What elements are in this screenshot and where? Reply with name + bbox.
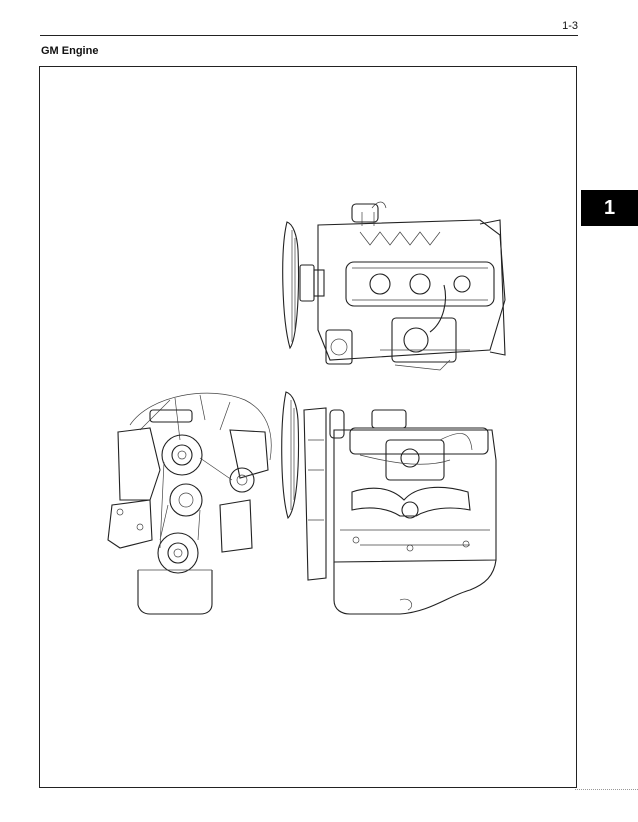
engine-top-view [282, 201, 506, 371]
chapter-tab[interactable]: 1 [581, 190, 638, 226]
engine-side-view [281, 391, 497, 615]
bottom-rule [575, 789, 638, 790]
header-rule [40, 35, 578, 36]
figure-frame [39, 66, 577, 788]
section-title: GM Engine [41, 45, 99, 57]
page-number: 1-3 [562, 20, 578, 32]
engine-front-view [107, 392, 272, 615]
